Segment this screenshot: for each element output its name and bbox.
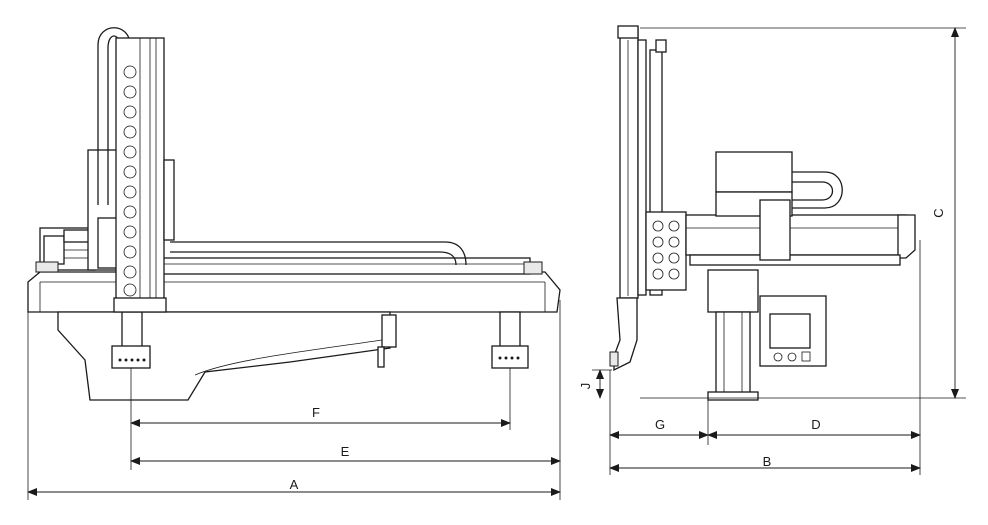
dimension-label-b: B <box>763 454 772 469</box>
leg-bolts <box>118 356 520 362</box>
dimension-label-j: J <box>578 383 593 390</box>
dimension-label-d: D <box>811 417 820 432</box>
column-holes <box>123 65 137 297</box>
front-view <box>27 27 561 500</box>
dimension-label-g: G <box>655 417 665 432</box>
dimension-label-e: E <box>341 444 350 459</box>
dimension-label-a: A <box>290 477 299 492</box>
dimension-lines <box>27 27 959 496</box>
head-holes <box>652 220 680 280</box>
dimension-label-c: C <box>931 208 946 217</box>
side-view <box>592 25 966 475</box>
dimension-label-f: F <box>312 405 320 420</box>
drive-motor <box>35 227 96 273</box>
